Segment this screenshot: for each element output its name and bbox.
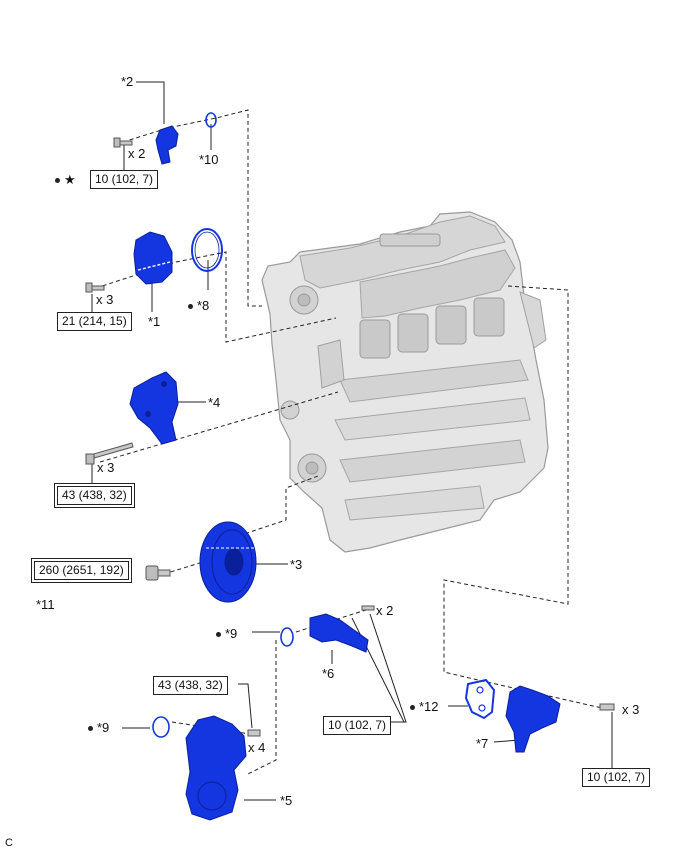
callout-4: *4	[208, 395, 221, 410]
quantity-5: x 4	[248, 740, 266, 755]
callout-1: *1	[148, 314, 161, 329]
bolt-1-icon	[85, 282, 105, 293]
part-3-pulley	[199, 521, 257, 603]
part-8-gasket	[191, 228, 223, 272]
bolt-7-icon	[599, 703, 615, 711]
callout-9a: *9	[216, 626, 237, 641]
bullet-icon	[88, 726, 93, 732]
bolt-5-icon	[247, 729, 261, 737]
bullet-icon	[188, 304, 193, 310]
callout-12: *12	[410, 699, 439, 714]
callout-3: *3	[290, 557, 303, 572]
torque-box-2: 10 (102, 7)	[90, 170, 159, 189]
torque-box-4: 43 (438, 32)	[54, 483, 135, 508]
bolt-4-icon	[85, 442, 134, 465]
part-5-water-pump	[185, 715, 247, 821]
symbol-row: ★	[55, 172, 76, 187]
quantity-1: x 3	[96, 292, 114, 307]
callout-11: *11	[36, 597, 55, 612]
callout-9b: *9	[88, 720, 109, 735]
part-7-housing	[505, 685, 561, 753]
quantity-4: x 3	[97, 460, 115, 475]
part-9-o-ring-b	[152, 716, 170, 738]
bolt-3-icon	[145, 565, 171, 581]
part-12-gasket	[464, 678, 496, 720]
callout-2: *2	[121, 74, 134, 89]
quantity-7: x 3	[622, 702, 640, 717]
part-1-cover	[133, 231, 173, 285]
callout-5: *5	[280, 793, 293, 808]
bolt-6-icon	[361, 605, 375, 611]
quantity-6: x 2	[376, 603, 394, 618]
footer-code: C	[5, 837, 13, 849]
torque-box-6: 10 (102, 7)	[323, 716, 392, 735]
torque-box-7: 10 (102, 7)	[582, 768, 651, 787]
part-6-outlet	[309, 613, 369, 653]
callout-10: *10	[199, 152, 219, 167]
star-icon: ★	[64, 172, 76, 187]
callout-7: *7	[476, 736, 489, 751]
quantity-2: x 2	[128, 146, 146, 161]
bullet-icon	[216, 632, 221, 638]
part-4-bracket	[129, 371, 179, 445]
bullet-icon	[410, 705, 415, 711]
engine-block	[261, 211, 549, 553]
bullet-icon	[55, 178, 60, 184]
part-9-o-ring-a	[280, 627, 294, 647]
torque-box-5: 43 (438, 32)	[153, 676, 228, 695]
part-2-sensor	[155, 125, 179, 165]
torque-box-3: 260 (2651, 192)	[31, 558, 132, 583]
part-10-o-ring	[205, 112, 217, 128]
callout-8: *8	[188, 298, 209, 313]
torque-box-1: 21 (214, 15)	[57, 312, 132, 331]
bolt-2-icon	[113, 137, 133, 148]
callout-6: *6	[322, 666, 335, 681]
